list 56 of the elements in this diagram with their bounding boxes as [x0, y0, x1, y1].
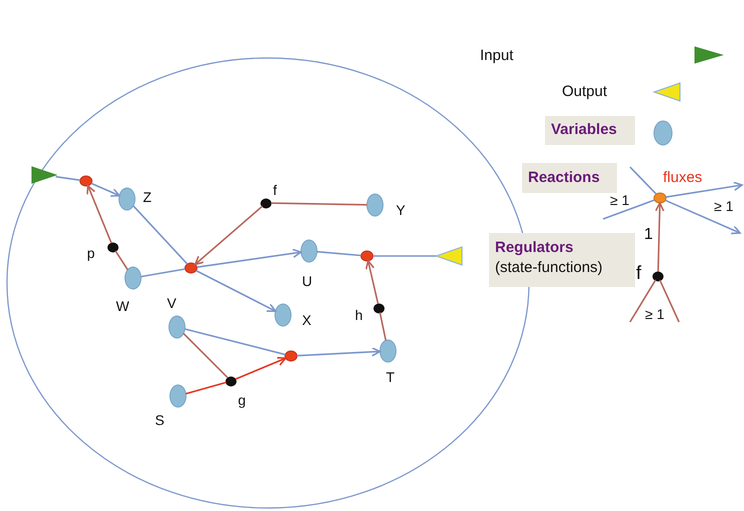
- triangle-marker: [31, 166, 57, 184]
- legend-label-box: Variables: [545, 116, 635, 145]
- connector-line: [182, 332, 228, 378]
- node-label: U: [302, 272, 312, 290]
- legend-heading: Regulators: [495, 238, 574, 258]
- legend-note: (state-functions): [495, 258, 604, 278]
- arrow: [365, 260, 379, 304]
- legend-label-box: [489, 233, 635, 287]
- arrow: [90, 182, 120, 197]
- connector-line: [659, 280, 680, 322]
- node-label: V: [167, 294, 176, 312]
- connector-line: [56, 176, 80, 181]
- legend-label: Input: [480, 47, 514, 65]
- node-label: f: [636, 262, 642, 285]
- arrow: [194, 206, 263, 266]
- arrow: [296, 347, 381, 357]
- connector-line: [379, 312, 387, 341]
- arrow: [235, 356, 286, 380]
- multiplicity-label: ≥ 1: [610, 192, 630, 208]
- node-label: S: [155, 411, 164, 429]
- node-label: g: [238, 391, 246, 409]
- arrow: [86, 184, 112, 244]
- arrow: [666, 182, 743, 198]
- node-label: T: [386, 368, 395, 386]
- node-label: X: [302, 311, 312, 329]
- legend-label: Output: [562, 83, 608, 101]
- reaction-dot: [360, 250, 374, 262]
- triangle-marker: [435, 246, 463, 266]
- multiplicity-label: ≥ 1: [714, 198, 734, 214]
- arrow: [664, 200, 741, 234]
- connector-line: [140, 268, 186, 278]
- reaction-dot: [284, 350, 298, 362]
- node-label: p: [87, 244, 95, 262]
- node-label: f: [273, 181, 277, 199]
- node-label: Y: [396, 201, 406, 219]
- arrow: [654, 202, 664, 272]
- node-label: Z: [143, 188, 152, 206]
- connector-line: [373, 255, 436, 257]
- connector-line: [186, 382, 226, 395]
- flux-label: fluxes: [663, 169, 702, 187]
- multiplicity-label: ≥ 1: [645, 306, 664, 322]
- reaction-dot: [184, 262, 198, 274]
- connector-line: [184, 328, 286, 356]
- arrow: [196, 270, 276, 312]
- connector-line: [270, 202, 368, 206]
- connector-line: [114, 250, 128, 270]
- connector-line: [316, 250, 362, 256]
- node-label: W: [116, 297, 130, 315]
- connector-line: [629, 166, 657, 195]
- connector-line: [132, 205, 188, 265]
- legend-label-box: Reactions: [522, 163, 617, 193]
- arrow: [196, 248, 302, 268]
- connector-line: [629, 280, 656, 322]
- node-label: h: [355, 306, 363, 324]
- reaction-dot: [79, 175, 93, 187]
- connector-line: [602, 199, 655, 220]
